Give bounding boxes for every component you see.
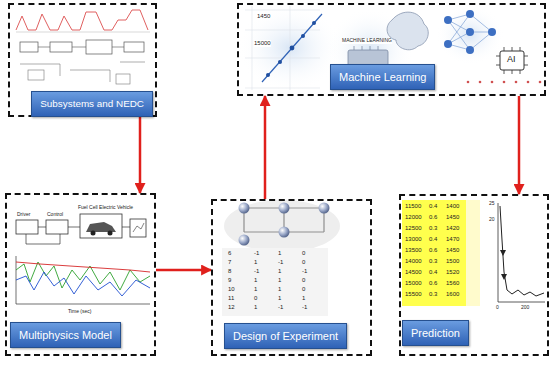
flow-arrow [156,269,211,272]
figure-text: 0 [302,259,305,266]
prediction-sketch [402,200,545,306]
dashed-panel: Design of Experiment [211,199,372,356]
figure-text: -1 [302,268,307,275]
dashed-panel: Machine Learning [237,3,546,96]
flow-arrow [139,117,142,193]
flow-arrow [264,96,267,199]
figure-text: 15000 [254,40,271,47]
figure-text: 1470 [446,236,459,243]
figure-text: 1 [278,286,281,293]
label-band: Design of Experiment [224,323,347,349]
figure-text: 0 [302,277,305,284]
figure-text: 1 [278,268,281,275]
figure-text: 0.4 [429,203,437,210]
figure-text: 9 [228,277,231,284]
figure-text: 15000 [405,280,422,287]
figure-text: -1 [278,259,283,266]
figure-text: 0.6 [429,247,437,254]
figure-text: 0 [302,286,305,293]
figure-text: 1 [278,250,281,257]
figure-text: 12000 [405,214,422,221]
figure-text: 0.6 [429,214,437,221]
label-band: Machine Learning [330,64,435,90]
figure-text: 11 [228,295,234,302]
figure-text: Driver [17,212,30,218]
figure-text: 0 [254,295,257,302]
figure-text: MACHINE LEARNING [342,38,392,44]
figure-text: Fuel Cell Electric Vehicle [78,205,133,211]
figure-text: 0 [496,305,499,311]
figure-text: -1 [254,250,259,257]
nedc-sketch [16,10,150,84]
figure-text: 0.3 [429,225,437,232]
figure-text: 1 [254,304,257,311]
figure-text: 1 [278,277,281,284]
dashed-panel: Subsystems and NEDC [8,3,157,117]
figure-text: 15500 [405,291,422,298]
figure-text: Time (sec) [68,309,91,315]
figure-text: 20 [489,217,495,223]
figure-text: 10 [228,286,235,293]
figure-text: -1 [302,304,307,311]
figure-text: 1450 [446,214,459,221]
figure-text: 12 [228,304,235,311]
figure-text: 1 [278,295,281,302]
figure-text: 0.6 [429,280,437,287]
figure-text: 200 [521,305,529,311]
figure-text: 0.3 [429,291,437,298]
figure-text: 13000 [405,236,422,243]
figure-text: 0 [302,250,305,257]
figure-text: 14500 [405,269,422,276]
label-band: Multiphysics Model [10,322,121,348]
figure-text: 12500 [405,225,422,232]
figure-text: 13500 [405,247,422,254]
figure-text: 1420 [446,225,459,232]
figure-text: Control [47,212,63,218]
flow-arrow [518,96,521,194]
figure-text: 1 [254,286,257,293]
figure-text: 1520 [446,269,459,276]
figure-text: 1 [302,295,305,302]
figure-text: 0.4 [429,269,437,276]
figure-text: 25 [489,201,495,207]
figure-text: 11500 [405,203,421,210]
figure-text: 14000 [405,258,422,265]
figure-text: 7 [228,259,231,266]
figure-text: -1 [254,268,259,275]
figure-text: 1560 [446,280,459,287]
figure-text: 1450 [257,13,270,20]
figure-text: AI [507,55,516,65]
figure-text: 6 [228,250,231,257]
multiphysics-sketch [16,214,150,304]
figure-text: 1450 [446,247,459,254]
figure-text: 1500 [446,258,459,265]
label-band: Prediction [402,320,469,346]
doe-sketch [222,200,340,316]
figure-text: 1 [254,277,257,284]
figure-text: 0.4 [429,236,437,243]
figure-text: 0.3 [429,258,437,265]
figure-text: 1400 [446,203,459,210]
ml-sketch [238,4,541,92]
figure-text: 8 [228,268,231,275]
label-band: Subsystems and NEDC [31,91,153,117]
figure-text: 1600 [446,291,459,298]
figure-text: 1 [254,259,257,266]
figure-text: -1 [278,304,283,311]
